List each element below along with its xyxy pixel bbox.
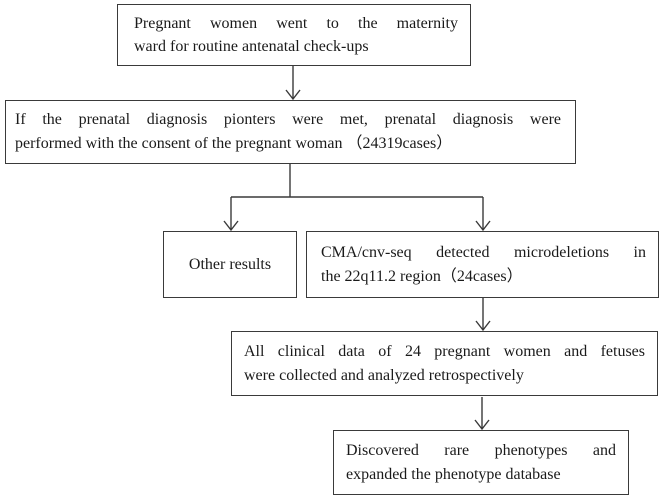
flow-box-antenatal-checkups: Pregnant women went to the maternity war… bbox=[117, 4, 471, 66]
arrow-to-other-results bbox=[223, 197, 239, 232]
arrow-clinical-to-phenotypes bbox=[474, 397, 490, 431]
box-text-line: the 22q11.2 region（24cases） bbox=[321, 267, 523, 285]
box-text-line: performed with the consent of the pregna… bbox=[15, 135, 453, 152]
box-text-line: Other results bbox=[188, 256, 272, 273]
flow-box-cma-detection: CMA/cnv-seq detected microdeletions in t… bbox=[306, 231, 659, 298]
arrow-head-icon bbox=[223, 220, 239, 232]
box-text-line: were collected and analyzed retrospectiv… bbox=[244, 366, 524, 384]
box-text-line: All clinical data of 24 pregnant women a… bbox=[244, 342, 645, 360]
box-text-line: Discovered rare phenotypes and bbox=[346, 441, 616, 459]
branch-split-connector bbox=[231, 164, 483, 198]
arrow-checkups-to-diagnosis bbox=[285, 66, 301, 101]
flow-box-phenotype-database: Discovered rare phenotypes and expanded … bbox=[333, 430, 629, 495]
box-text-line: Pregnant women went to the maternity bbox=[134, 15, 458, 32]
flow-box-other-results: Other results bbox=[163, 231, 297, 298]
arrow-head-icon bbox=[285, 89, 301, 101]
box-text-line: If the prenatal diagnosis pionters were … bbox=[15, 111, 561, 128]
arrow-to-cma-detection bbox=[475, 197, 491, 232]
arrow-head-icon bbox=[475, 220, 491, 232]
flow-box-clinical-data: All clinical data of 24 pregnant women a… bbox=[231, 331, 658, 396]
arrow-cma-to-clinical-data bbox=[475, 298, 491, 332]
arrow-head-icon bbox=[474, 419, 490, 431]
box-text-line: CMA/cnv-seq detected microdeletions in bbox=[321, 243, 646, 261]
flow-box-prenatal-diagnosis: If the prenatal diagnosis pionters were … bbox=[5, 100, 576, 164]
box-text-line: expanded the phenotype database bbox=[346, 465, 561, 483]
box-text-line: ward for routine antenatal check-ups bbox=[134, 38, 369, 55]
arrow-head-icon bbox=[475, 320, 491, 332]
